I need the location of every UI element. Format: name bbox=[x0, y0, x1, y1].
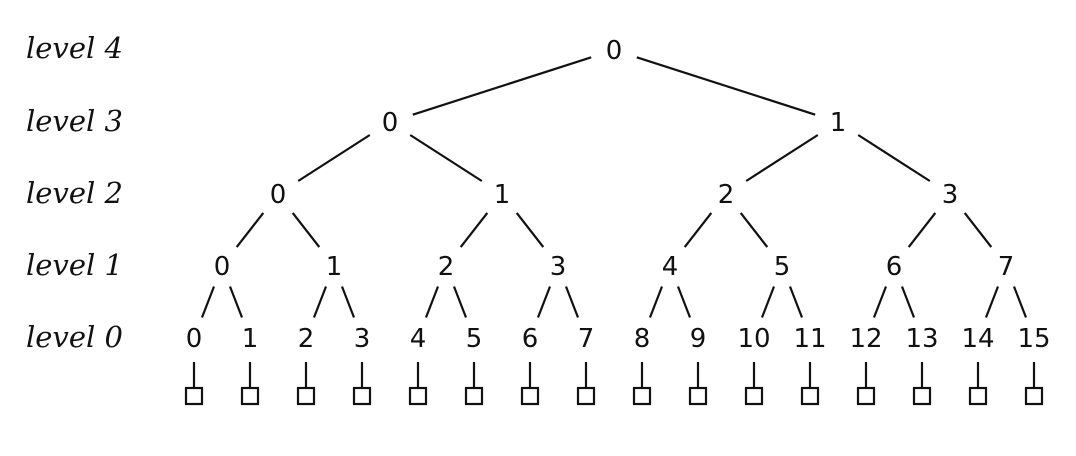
leaf-box-12 bbox=[856, 386, 876, 406]
leaf-box-13 bbox=[912, 386, 932, 406]
edge-l1-7-to-l0-15 bbox=[1012, 286, 1028, 318]
level-label-3: level 3 bbox=[26, 104, 123, 138]
leaf-box-1 bbox=[240, 386, 260, 406]
node-level-1-6: 6 bbox=[886, 252, 903, 282]
node-level-2-2: 2 bbox=[718, 180, 735, 210]
node-level-0-11: 11 bbox=[793, 324, 826, 354]
node-level-1-0: 0 bbox=[214, 252, 231, 282]
edge-l1-0-to-l0-1 bbox=[228, 286, 244, 318]
node-level-1-7: 7 bbox=[998, 252, 1015, 282]
edge-l3-0-to-l2-1 bbox=[409, 134, 483, 182]
edge-l1-0-to-l0-0 bbox=[200, 286, 216, 318]
edge-l1-5-to-l0-10 bbox=[760, 286, 776, 318]
node-level-0-15: 15 bbox=[1017, 324, 1050, 354]
node-level-3-0: 0 bbox=[382, 108, 399, 138]
level-label-2: level 2 bbox=[26, 176, 123, 210]
node-level-0-2: 2 bbox=[298, 324, 315, 354]
node-level-0-5: 5 bbox=[466, 324, 483, 354]
leaf-boxes bbox=[184, 362, 1044, 406]
edge-l1-4-to-l0-9 bbox=[676, 286, 692, 318]
level-label-0: level 0 bbox=[26, 320, 123, 354]
level-label-4: level 4 bbox=[26, 31, 123, 65]
node-level-0-13: 13 bbox=[905, 324, 938, 354]
node-level-0-14: 14 bbox=[961, 324, 994, 354]
node-level-2-1: 1 bbox=[494, 180, 511, 210]
edge-l2-1-to-l1-3 bbox=[515, 212, 545, 248]
edge-l2-2-to-l1-4 bbox=[683, 212, 713, 248]
level-labels: level 4 level 3 level 2 level 1 level 0 bbox=[26, 31, 123, 354]
edge-l1-5-to-l0-11 bbox=[788, 286, 804, 318]
edge-l2-1-to-l1-2 bbox=[459, 212, 489, 248]
edge-l3-0-to-l2-0 bbox=[297, 134, 371, 182]
node-level-4-0: 0 bbox=[606, 36, 623, 66]
node-level-0-12: 12 bbox=[849, 324, 882, 354]
edge-l2-3-to-l1-7 bbox=[963, 212, 993, 248]
edge-l1-2-to-l0-5 bbox=[452, 286, 468, 318]
leaf-box-2 bbox=[296, 386, 316, 406]
edge-l4-0-to-l3-0 bbox=[412, 56, 592, 116]
leaf-box-15 bbox=[1024, 386, 1044, 406]
node-level-2-0: 0 bbox=[270, 180, 287, 210]
node-level-0-1: 1 bbox=[242, 324, 259, 354]
node-level-1-5: 5 bbox=[774, 252, 791, 282]
level-label-1: level 1 bbox=[26, 248, 123, 282]
node-level-0-10: 10 bbox=[737, 324, 770, 354]
node-level-0-0: 0 bbox=[186, 324, 203, 354]
edge-l2-0-to-l1-1 bbox=[291, 212, 321, 248]
edge-l1-2-to-l0-4 bbox=[424, 286, 440, 318]
edge-l1-3-to-l0-6 bbox=[536, 286, 552, 318]
edge-l1-3-to-l0-7 bbox=[564, 286, 580, 318]
leaf-box-8 bbox=[632, 386, 652, 406]
edge-l1-4-to-l0-8 bbox=[648, 286, 664, 318]
edge-l1-1-to-l0-2 bbox=[312, 286, 328, 318]
tree-edges bbox=[200, 56, 1028, 318]
edge-l3-1-to-l2-2 bbox=[745, 134, 819, 182]
edge-l1-6-to-l0-13 bbox=[900, 286, 916, 318]
node-level-0-3: 3 bbox=[354, 324, 371, 354]
node-level-2-3: 3 bbox=[942, 180, 959, 210]
edge-l2-3-to-l1-6 bbox=[907, 212, 937, 248]
edge-l4-0-to-l3-1 bbox=[636, 56, 816, 116]
node-level-3-1: 1 bbox=[830, 108, 847, 138]
node-level-0-7: 7 bbox=[578, 324, 595, 354]
leaf-box-0 bbox=[184, 386, 204, 406]
edge-l2-2-to-l1-5 bbox=[739, 212, 769, 248]
leaf-box-14 bbox=[968, 386, 988, 406]
edge-l1-7-to-l0-14 bbox=[984, 286, 1000, 318]
leaf-box-7 bbox=[576, 386, 596, 406]
node-level-1-2: 2 bbox=[438, 252, 455, 282]
node-level-0-4: 4 bbox=[410, 324, 427, 354]
node-level-0-8: 8 bbox=[634, 324, 651, 354]
edge-l1-6-to-l0-12 bbox=[872, 286, 888, 318]
leaf-box-6 bbox=[520, 386, 540, 406]
edge-l3-1-to-l2-3 bbox=[857, 134, 931, 182]
leaf-box-3 bbox=[352, 386, 372, 406]
leaf-box-5 bbox=[464, 386, 484, 406]
edge-l2-0-to-l1-0 bbox=[235, 212, 265, 248]
node-level-0-6: 6 bbox=[522, 324, 539, 354]
leaf-box-4 bbox=[408, 386, 428, 406]
edge-l1-1-to-l0-3 bbox=[340, 286, 356, 318]
node-level-1-1: 1 bbox=[326, 252, 343, 282]
node-level-1-4: 4 bbox=[662, 252, 679, 282]
leaf-box-11 bbox=[800, 386, 820, 406]
node-level-1-3: 3 bbox=[550, 252, 567, 282]
leaf-box-9 bbox=[688, 386, 708, 406]
leaf-box-10 bbox=[744, 386, 764, 406]
node-level-0-9: 9 bbox=[690, 324, 707, 354]
